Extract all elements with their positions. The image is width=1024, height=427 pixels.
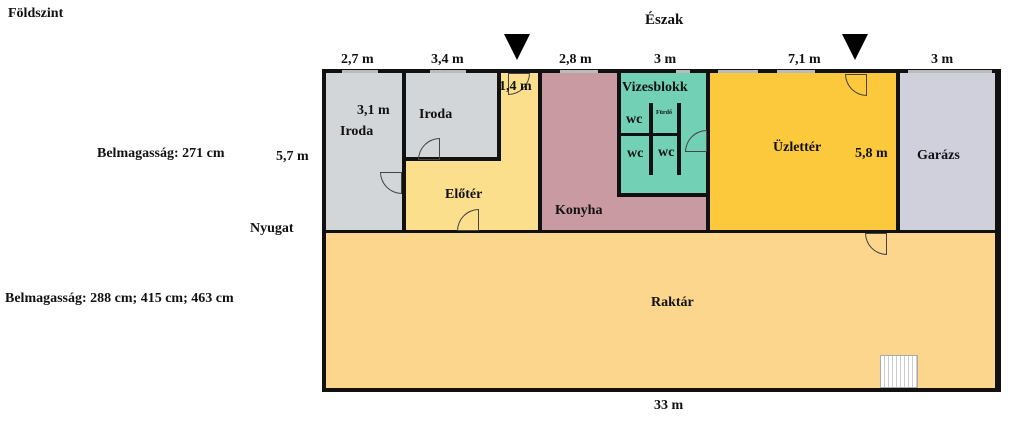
room-label: Üzlettér bbox=[773, 140, 822, 155]
room-label: Iroda bbox=[419, 107, 453, 122]
room-label: Fürdő bbox=[656, 110, 673, 116]
dimension-label: 3 m bbox=[931, 52, 954, 67]
room-label: Vizesblokk bbox=[622, 80, 688, 95]
room-label: Iroda bbox=[340, 124, 374, 139]
west-label: Nyugat bbox=[250, 221, 294, 236]
room-iroda-2 bbox=[406, 73, 497, 157]
stairs-icon bbox=[880, 355, 918, 388]
room-iroda-1 bbox=[326, 73, 402, 230]
dimension-label: 33 m bbox=[654, 398, 684, 413]
room-label: wc bbox=[658, 145, 675, 160]
entrance-arrow-icon bbox=[842, 34, 868, 60]
ceiling-height-lower: Belmagasság: 288 cm; 415 cm; 463 cm bbox=[5, 291, 234, 306]
room-label: wc bbox=[627, 146, 644, 161]
room-label: Konyha bbox=[555, 203, 603, 218]
room-label: Raktár bbox=[651, 295, 694, 310]
dimension-label: 3,1 m bbox=[357, 103, 390, 118]
room-label: wc bbox=[626, 112, 643, 127]
room-label: Garázs bbox=[917, 148, 960, 163]
room-garazs bbox=[900, 73, 995, 230]
dimension-label: 3 m bbox=[654, 52, 677, 67]
dimension-label: 1,4 m bbox=[499, 79, 532, 94]
dimension-label: 7,1 m bbox=[788, 52, 821, 67]
dimension-label: 2,8 m bbox=[559, 52, 592, 67]
dimension-label: 2,7 m bbox=[341, 52, 374, 67]
entrance-arrow-icon bbox=[504, 34, 530, 60]
ceiling-height-upper: Belmagasság: 271 cm bbox=[97, 146, 225, 161]
north-label: Észak bbox=[645, 12, 684, 28]
dimension-label: 3,4 m bbox=[431, 52, 464, 67]
dimension-label: 5,8 m bbox=[855, 146, 888, 161]
room-uzletter bbox=[710, 73, 896, 230]
dimension-label: 5,7 m bbox=[276, 149, 309, 164]
room-label: Előtér bbox=[445, 187, 483, 202]
floor-title: Földszint bbox=[8, 6, 64, 21]
